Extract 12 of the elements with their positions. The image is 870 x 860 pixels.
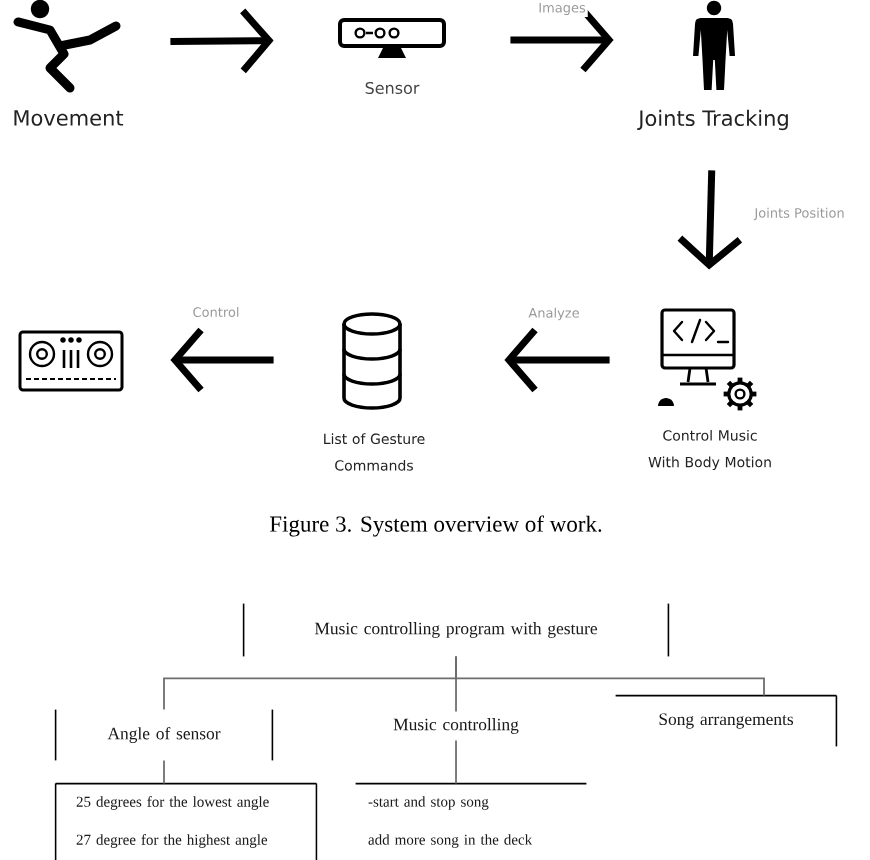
- figure-caption: Figure 3. System overview of work.: [269, 515, 602, 537]
- tree-box: Angle of sensor: [54, 708, 274, 762]
- tree-label: Music controlling: [393, 718, 519, 734]
- connector-line: [455, 655, 765, 697]
- connector-line: [163, 759, 165, 785]
- tree-box: Music controlling program with gesture: [242, 602, 670, 658]
- tree-box: Song arrangements: [614, 694, 838, 748]
- dj-controller-icon: [18, 330, 124, 392]
- node-label: Movement: [14, 110, 124, 126]
- connector-line: [455, 739, 457, 785]
- node-label: Joints Tracking: [637, 109, 788, 131]
- node-label: Sensor: [365, 81, 420, 95]
